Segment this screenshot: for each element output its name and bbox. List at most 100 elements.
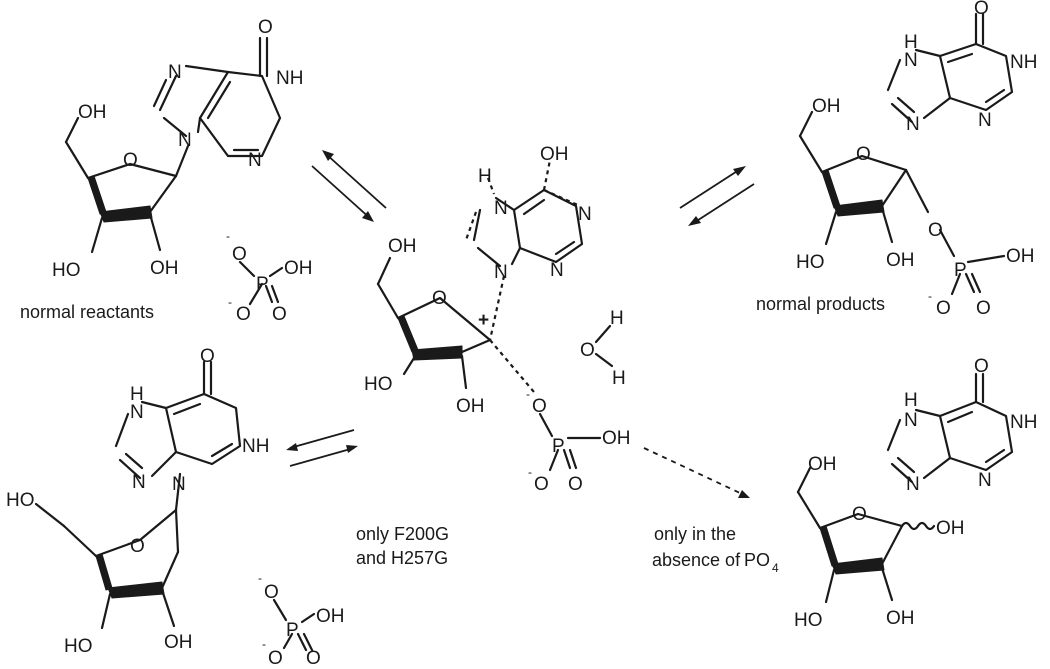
transition-phosphate bbox=[538, 412, 602, 472]
atom-HO: HO bbox=[796, 252, 825, 273]
atom-P: P bbox=[256, 274, 269, 295]
equilibrium-arrows-reactants bbox=[311, 150, 387, 222]
atom-H: H bbox=[904, 390, 918, 411]
mutant-phosphate bbox=[272, 598, 316, 652]
charge-minus: - bbox=[528, 465, 532, 479]
reactant-phosphate bbox=[238, 260, 284, 306]
reactant-inosine bbox=[64, 36, 282, 254]
hydrolysis-ribose bbox=[796, 466, 936, 604]
atom-O: O bbox=[936, 298, 951, 319]
atom-O: O bbox=[532, 396, 547, 417]
atom-OH: OH bbox=[284, 258, 313, 279]
atom-OH: OH bbox=[886, 608, 915, 629]
atom-O: O bbox=[928, 220, 943, 241]
atom-H: H bbox=[478, 166, 492, 187]
charge-minus: - bbox=[928, 289, 932, 303]
atom-OH: OH bbox=[812, 96, 841, 117]
atom-N: N bbox=[978, 470, 992, 491]
atom-N: N bbox=[906, 114, 920, 135]
atom-H: H bbox=[130, 384, 144, 405]
product-hypoxanthine bbox=[886, 12, 1014, 124]
label-and-h257g: and H257G bbox=[356, 548, 448, 568]
equilibrium-arrows-mutant bbox=[286, 429, 358, 467]
atom-O: O bbox=[123, 150, 138, 171]
atom-NH: NH bbox=[242, 436, 269, 457]
atom-NH: NH bbox=[1010, 52, 1037, 73]
atom-N: N bbox=[578, 204, 592, 225]
atom-HO: HO bbox=[52, 260, 81, 281]
atom-H: H bbox=[610, 308, 624, 329]
charge-minus: - bbox=[258, 571, 262, 585]
atom-N: N bbox=[178, 130, 192, 151]
atom-OH: OH bbox=[316, 606, 345, 627]
product-ribose-phosphate bbox=[798, 110, 1006, 296]
atom-O: O bbox=[130, 536, 145, 557]
atom-HO: HO bbox=[6, 490, 35, 511]
atom-O: O bbox=[974, 356, 989, 377]
atom-N: N bbox=[172, 474, 186, 495]
charge-minus: - bbox=[262, 637, 266, 651]
atom-O: O bbox=[568, 474, 583, 495]
atom-O: O bbox=[534, 474, 549, 495]
atom-OH: OH bbox=[456, 396, 485, 417]
charge-minus: - bbox=[226, 229, 230, 243]
atom-OH: OH bbox=[78, 102, 107, 123]
label-absence-of: absence of bbox=[652, 550, 741, 570]
atom-N: N bbox=[904, 50, 918, 71]
atom-P: P bbox=[552, 436, 565, 457]
atom-OH: OH bbox=[1006, 246, 1035, 267]
label-normal-products: normal products bbox=[756, 294, 885, 314]
transition-state bbox=[376, 159, 584, 393]
charge-plus: + bbox=[478, 310, 489, 331]
atom-N: N bbox=[494, 198, 508, 219]
label-only-f200g: only F200G bbox=[356, 524, 449, 544]
atom-OH: OH bbox=[602, 428, 631, 449]
atom-O: O bbox=[268, 648, 283, 669]
atom-O: O bbox=[264, 582, 279, 603]
atom-O: O bbox=[258, 17, 273, 38]
label-po-subscript: 4 bbox=[772, 561, 779, 575]
atom-OH: OH bbox=[936, 518, 965, 539]
atom-O: O bbox=[272, 304, 287, 325]
atom-H: H bbox=[904, 32, 918, 53]
atom-N: N bbox=[168, 62, 182, 83]
atom-HO: HO bbox=[64, 636, 93, 657]
atom-O: O bbox=[580, 340, 595, 361]
atom-OH: OH bbox=[808, 454, 837, 475]
atom-O: O bbox=[236, 304, 251, 325]
atom-NH: NH bbox=[276, 68, 303, 89]
atom-O: O bbox=[976, 298, 991, 319]
atom-O: O bbox=[974, 0, 989, 19]
atom-O: O bbox=[432, 288, 447, 309]
atom-OH: OH bbox=[540, 144, 569, 165]
label-po: PO bbox=[744, 550, 770, 570]
atom-NH: NH bbox=[1010, 412, 1037, 433]
atom-H: H bbox=[612, 368, 626, 389]
atom-OH: OH bbox=[150, 258, 179, 279]
atom-N: N bbox=[248, 150, 262, 171]
atom-O: O bbox=[306, 648, 321, 669]
atom-N: N bbox=[132, 472, 146, 493]
hydrolysis-hypoxanthine bbox=[886, 372, 1014, 484]
atom-N: N bbox=[904, 410, 918, 431]
dashed-arrow-hydrolysis bbox=[643, 447, 750, 498]
label-normal-reactants: normal reactants bbox=[20, 302, 154, 322]
water-molecule bbox=[594, 324, 614, 368]
atom-O: O bbox=[232, 244, 247, 265]
atom-HO: HO bbox=[794, 610, 823, 631]
charge-minus: - bbox=[526, 387, 530, 401]
atom-OH: OH bbox=[164, 632, 193, 653]
atom-O: O bbox=[200, 346, 215, 367]
atom-N: N bbox=[550, 260, 564, 281]
atom-N: N bbox=[130, 402, 144, 423]
atom-P: P bbox=[286, 620, 299, 641]
equilibrium-arrows-products bbox=[679, 166, 755, 226]
mutant-product-ribose bbox=[34, 502, 180, 630]
label-only-in-the: only in the bbox=[654, 524, 736, 544]
atom-O: O bbox=[856, 144, 871, 165]
atom-OH: OH bbox=[388, 236, 417, 257]
atom-N: N bbox=[494, 262, 508, 283]
atom-N: N bbox=[978, 110, 992, 131]
charge-minus: - bbox=[228, 295, 232, 309]
atom-O: O bbox=[852, 504, 867, 525]
